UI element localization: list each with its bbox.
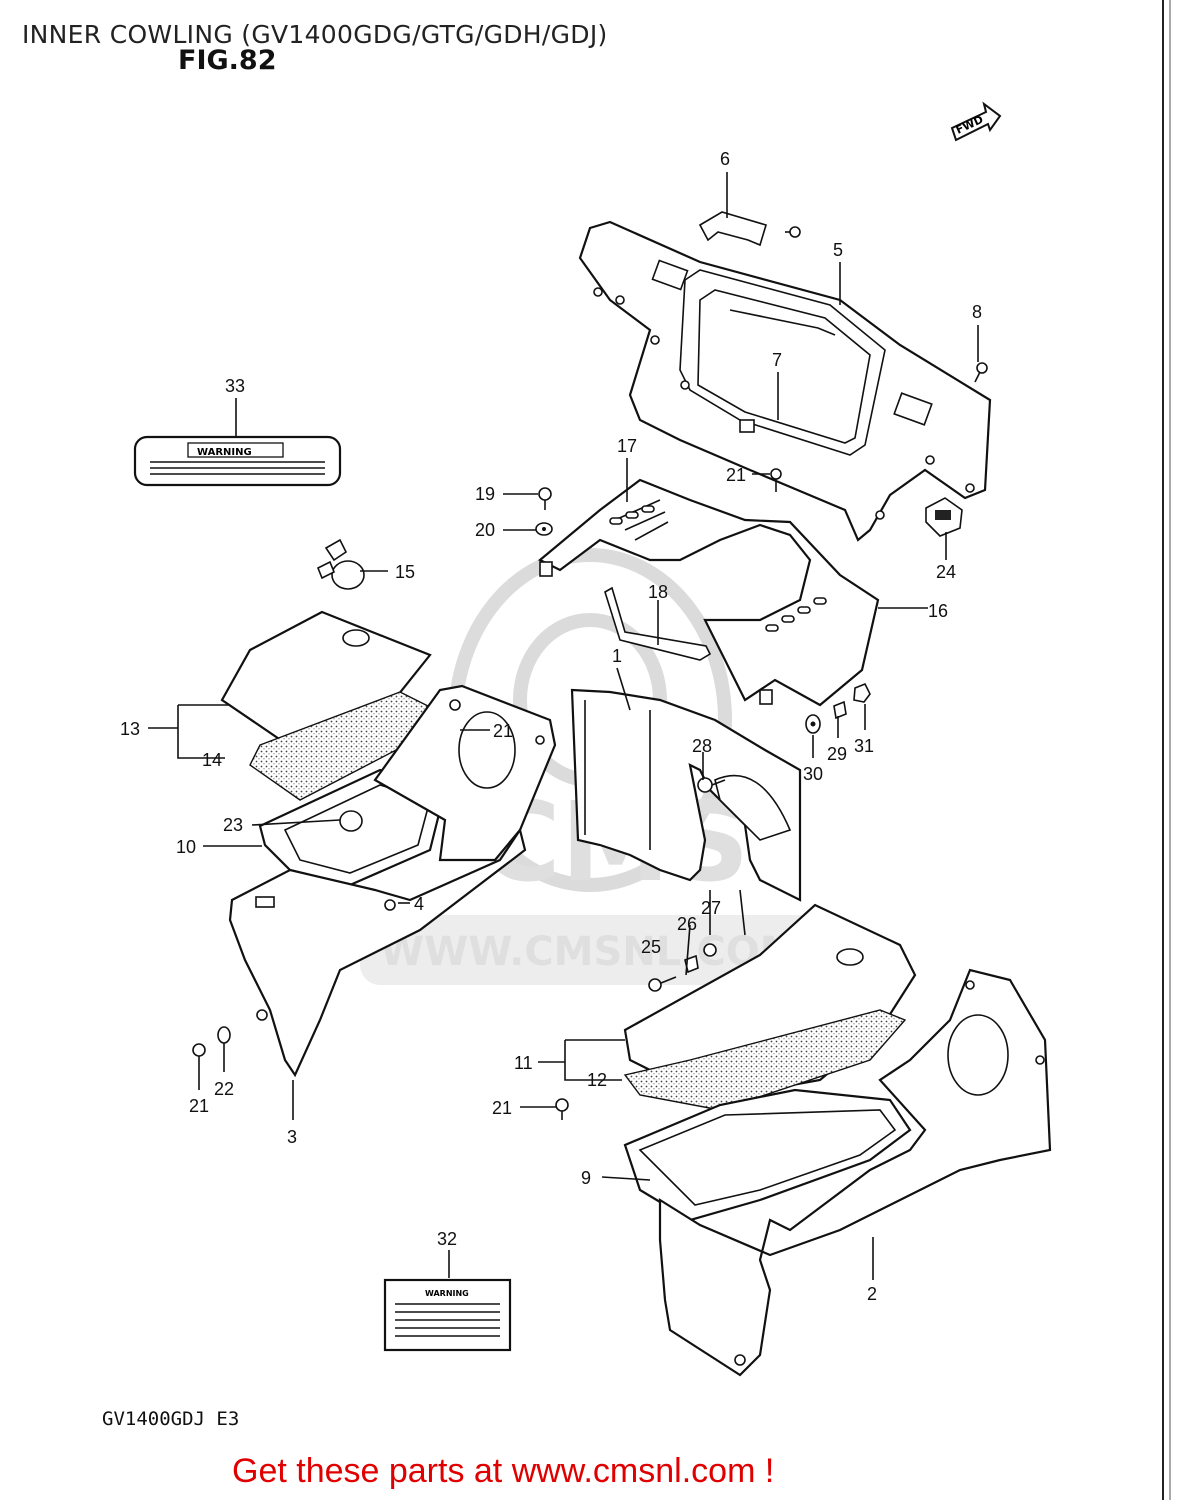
warning-32-text: WARNING: [425, 1289, 469, 1298]
part-number-28: 28: [692, 736, 712, 756]
part-number-12: 12: [587, 1070, 607, 1090]
part-number-6: 6: [720, 149, 730, 169]
part-24-clip: [925, 497, 963, 537]
part-6-bracket: [698, 211, 801, 247]
part-number-18: 18: [648, 582, 668, 602]
watermark-url: WWW.CMSNL.COM: [380, 929, 800, 975]
part-number-11: 11: [514, 1053, 533, 1073]
part-8-screw: [974, 362, 988, 383]
part-3-lower-left-cover: [228, 827, 527, 1078]
part-number-8: 8: [972, 302, 982, 322]
part-number-3: 3: [287, 1127, 297, 1147]
part-number-17: 17: [617, 436, 637, 456]
part-number-27: 27: [701, 898, 721, 918]
page-title: INNER COWLING (GV1400GDG/GTG/GDH/GDJ): [22, 20, 608, 49]
part-1-inner-cover: [570, 688, 802, 902]
part-number-33: 33: [225, 376, 245, 396]
part-number-7: 7: [772, 350, 782, 370]
part-number-31: 31: [854, 736, 874, 756]
part-16-17-inner-panel: [538, 478, 880, 707]
part-number-9: 9: [581, 1168, 591, 1188]
part-number-10: 10: [176, 837, 196, 857]
part-2-lower-right-cover: [658, 968, 1052, 1377]
part-number-21-b: 21: [493, 721, 513, 741]
forward-arrow-icon: FWD: [950, 101, 1002, 142]
part-number-20: 20: [475, 520, 495, 540]
part-25-26-27-hardware: [648, 943, 717, 992]
part-number-21-a: 21: [726, 465, 746, 485]
leader-lines: [148, 172, 979, 1280]
part-number-22: 22: [214, 1079, 234, 1099]
part-13-left-lid: [220, 610, 442, 801]
model-code: GV1400GDJ E3: [102, 1408, 240, 1430]
part-number-labels: 6 5 8 7 33 17 21 19 20 24 15 18 16 1 13 …: [120, 149, 982, 1304]
footer-link[interactable]: Get these parts at www.cmsnl.com !: [232, 1452, 775, 1490]
part-number-24: 24: [936, 562, 956, 582]
part-number-29: 29: [827, 744, 847, 764]
part-number-5: 5: [833, 240, 843, 260]
part-21-screw-a: [770, 468, 782, 492]
part-29-30-31-hardware: [805, 682, 871, 734]
part-number-23: 23: [223, 815, 243, 835]
part-15-key-lock-icon: [316, 538, 365, 590]
part-19-20-screw-washer: [535, 487, 553, 536]
part-number-13: 13: [120, 719, 140, 739]
part-number-16: 16: [928, 601, 948, 621]
page-border: [1162, 0, 1171, 1500]
part-number-32: 32: [437, 1229, 457, 1249]
part-number-14: 14: [202, 750, 222, 770]
part-10-left-glove-box: [258, 684, 557, 887]
part-number-1: 1: [612, 646, 622, 666]
part-18-trim-strip: [604, 586, 712, 661]
part-number-30: 30: [803, 764, 823, 784]
part-9-right-glove-box: [555, 1088, 912, 1222]
part-11-right-lid: [623, 903, 917, 1111]
part-number-19: 19: [475, 484, 495, 504]
part-number-21-d: 21: [492, 1098, 512, 1118]
warning-33-text: WARNING: [197, 447, 252, 458]
part-number-26: 26: [677, 914, 697, 934]
part-number-15: 15: [395, 562, 415, 582]
part-32-warning-label: WARNING: [383, 1278, 512, 1352]
figure-label: FIG.82: [178, 45, 277, 76]
part-5-meter-panel: [578, 220, 992, 542]
part-number-4: 4: [414, 894, 424, 914]
part-number-2: 2: [867, 1284, 877, 1304]
part-number-25: 25: [641, 937, 661, 957]
watermark-logo: CMS WWW.CMSNL.COM: [360, 548, 840, 985]
part-number-21-c: 21: [189, 1096, 209, 1116]
part-33-warning-label: WARNING: [133, 435, 342, 487]
part-21-22-screw-washer: [192, 1026, 231, 1066]
